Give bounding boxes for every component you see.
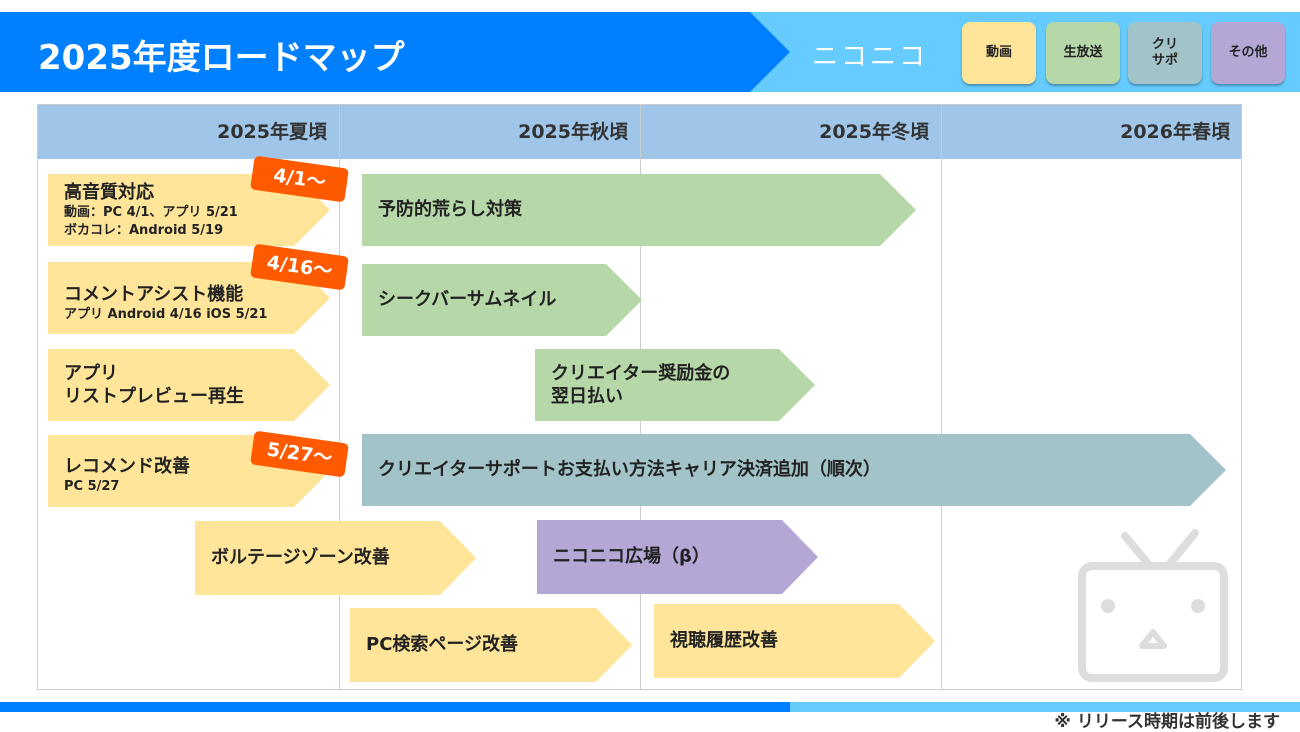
header-title-banner — [0, 12, 790, 92]
item-title: レコメンド改善 — [64, 455, 190, 477]
item-nico-plaza: ニコニコ広場（β） — [537, 520, 818, 594]
item-creator-reward: クリエイター奨励金の 翌日払い — [535, 349, 815, 421]
column-divider — [339, 105, 340, 689]
item-app-list-preview: アプリ リストプレビュー再生 — [48, 349, 330, 421]
brand-logo: ニコニコ — [812, 42, 929, 72]
item-title: ボルテージゾーン改善 — [211, 547, 390, 569]
column-divider — [941, 105, 942, 689]
item-title: ニコニコ広場（β） — [553, 546, 710, 568]
legend-other: その他 — [1211, 22, 1285, 84]
item-troll-prevention: 予防的荒らし対策 — [362, 174, 916, 246]
release-footnote: ※ リリース時期は前後します — [1054, 712, 1280, 732]
table-header — [38, 105, 1241, 159]
item-title: リストプレビュー再生 — [64, 386, 244, 407]
item-title: クリエイター奨励金の — [551, 362, 731, 384]
column-autumn-2025: 2025年秋頃 — [518, 121, 628, 143]
legend-creator-support: クリ サポ — [1128, 22, 1202, 84]
tv-mascot-icon — [1078, 529, 1228, 682]
item-seekbar-thumbnail: シークバーサムネイル — [362, 264, 642, 336]
item-title: PC検索ページ改善 — [366, 634, 519, 656]
item-carrier-billing: クリエイターサポートお支払い方法キャリア決済追加（順次） — [362, 434, 1226, 506]
item-title: シークバーサムネイル — [378, 289, 557, 311]
page-title: 2025年度ロードマップ — [38, 38, 405, 78]
column-spring-2026: 2026年春頃 — [1120, 121, 1230, 143]
item-title: 予防的荒らし対策 — [378, 199, 522, 221]
column-winter-2025: 2025年冬頃 — [819, 121, 929, 143]
item-watch-history: 視聴履歴改善 — [654, 604, 935, 678]
item-detail: ボカコレ：Android 5/19 — [64, 222, 224, 238]
item-voltage-zone: ボルテージゾーン改善 — [195, 521, 476, 595]
legend-video: 動画 — [962, 22, 1036, 84]
column-summer-2025: 2025年夏頃 — [217, 121, 327, 143]
item-title: クリエイターサポートお支払い方法キャリア決済追加（順次） — [378, 459, 881, 481]
item-detail: アプリ Android 4/16 iOS 5/21 — [64, 306, 268, 322]
item-title: 翌日払い — [551, 386, 623, 407]
legend-live: 生放送 — [1046, 22, 1120, 84]
footer-bar — [0, 702, 790, 712]
footer-bar-light — [790, 702, 1300, 712]
item-title: 視聴履歴改善 — [670, 630, 778, 652]
item-detail: PC 5/27 — [64, 478, 120, 494]
roadmap-table: 2025年夏頃 2025年秋頃 2025年冬頃 2026年春頃 — [37, 104, 1242, 690]
item-title: コメントアシスト機能 — [64, 283, 244, 305]
item-title: 高音質対応 — [64, 181, 154, 203]
item-title: アプリ — [64, 362, 118, 384]
item-comment-assist: コメントアシスト機能 アプリ Android 4/16 iOS 5/21 — [48, 262, 330, 334]
item-pc-search: PC検索ページ改善 — [350, 608, 632, 682]
item-detail: 動画：PC 4/1、アプリ 5/21 — [64, 205, 238, 221]
